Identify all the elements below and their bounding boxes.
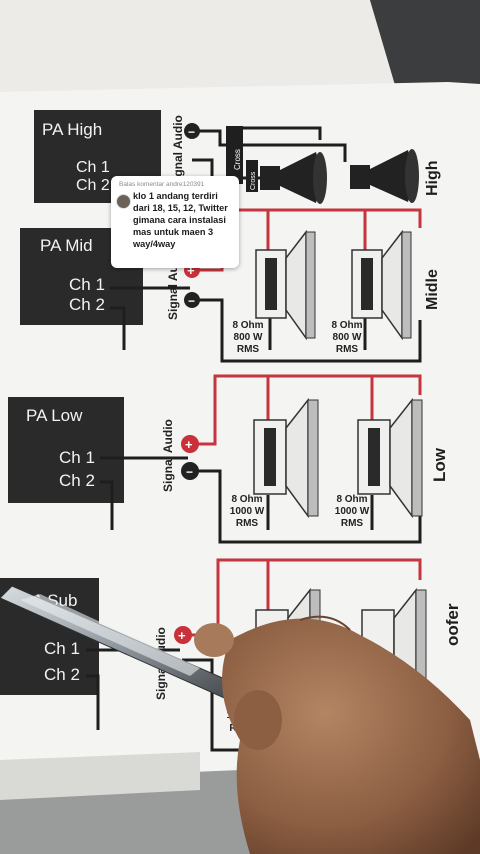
tweeter-horn-2 [350, 149, 419, 203]
spec-low-1-rms: RMS [236, 518, 259, 529]
terminal-mid-pos: + [187, 263, 195, 278]
terminal-sub-pos: + [178, 628, 186, 643]
reply-comment-bubble[interactable]: Balas komentar andre120391 klo 1 andang … [111, 176, 239, 268]
amp-low-ch1: Ch 1 [59, 448, 95, 467]
section-label-high: High [424, 160, 441, 196]
terminal-high-neg: − [188, 125, 195, 139]
spec-low-2-watt: 1000 W [335, 506, 370, 517]
back-paper-sheet [0, 0, 395, 95]
terminal-mid-neg: − [188, 294, 195, 308]
spec-mid-1-rms: RMS [237, 344, 260, 355]
signal-label-high: Signal Audio [171, 115, 185, 188]
terminal-low-pos: + [185, 437, 193, 452]
amp-mid-ch1: Ch 1 [69, 275, 105, 294]
amp-low-ch2: Ch 2 [59, 471, 95, 490]
speaker-mid-1 [255, 229, 316, 341]
comment-text: klo 1 andang terdiri dari 18, 15, 12, Tw… [133, 191, 228, 249]
amp-sub-ch1: Ch 1 [44, 639, 80, 658]
tweeter-horn-1 [260, 152, 327, 204]
spec-low-2-ohm: 8 Ohm [336, 494, 367, 505]
amp-mid-ch2: Ch 2 [69, 295, 105, 314]
amp-high-ch1: Ch 1 [76, 159, 110, 176]
lower-paper-edge [0, 752, 200, 800]
section-label-sub: oofer [443, 603, 462, 646]
table-dark-corner [370, 0, 480, 90]
spec-mid-1-ohm: 8 Ohm [232, 320, 263, 331]
reply-to-label: Balas komentar andre120391 [119, 181, 205, 188]
amp-sub-ch2: Ch 2 [44, 665, 80, 684]
spec-mid-2-ohm: 8 Ohm [331, 320, 362, 331]
amp-mid-title: PA Mid [40, 236, 93, 255]
spec-low-2-rms: RMS [341, 518, 364, 529]
commenter-avatar [116, 194, 131, 209]
speaker-low-1 [253, 397, 319, 519]
spec-low-1-watt: 1000 W [230, 506, 265, 517]
amp-low-title: PA Low [26, 406, 83, 425]
hand [194, 615, 480, 854]
amp-high-title: PA High [42, 120, 102, 139]
spec-mid-2-rms: RMS [336, 344, 359, 355]
spec-mid-2-watt: 800 W [333, 332, 362, 343]
amp-block-low: PA Low Ch 1 Ch 2 [8, 397, 124, 503]
signal-label-low: Signal Audio [161, 419, 175, 492]
crossover-label: Cross [233, 149, 242, 170]
spec-sub-partial-2: R [229, 723, 237, 734]
crossover-box: Cross Cross [226, 126, 258, 192]
speaker-low-2 [357, 397, 423, 519]
speaker-mid-2 [351, 229, 412, 341]
spec-mid-1-watt: 800 W [234, 332, 263, 343]
section-label-mid: Midle [424, 269, 441, 310]
terminal-low-neg: − [186, 465, 193, 479]
spec-low-1-ohm: 8 Ohm [231, 494, 262, 505]
section-label-low: Low [430, 447, 449, 482]
crossover-sub-label: Cross [250, 171, 257, 190]
amp-high-ch2: Ch 2 [76, 177, 110, 194]
